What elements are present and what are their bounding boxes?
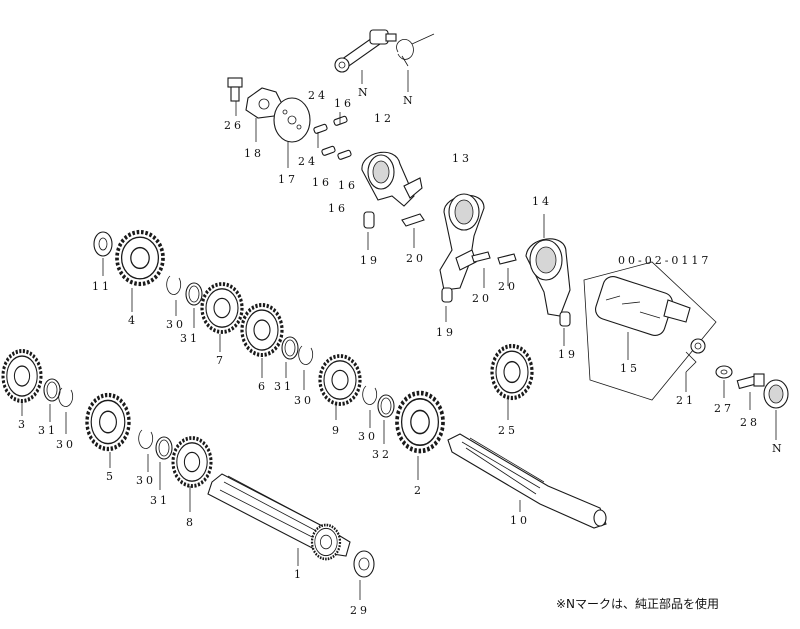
ring-31a	[185, 282, 203, 328]
ring-31b	[281, 336, 299, 378]
label-11: 11	[92, 280, 112, 293]
label-30c: 30	[358, 430, 378, 443]
label-16c: 16	[338, 179, 358, 192]
gear-5	[87, 395, 129, 468]
label-1: 1	[294, 568, 304, 581]
washer-27	[715, 365, 733, 398]
shaft-10	[447, 433, 607, 529]
shift-fork-13	[439, 193, 485, 291]
gear-8	[171, 436, 213, 512]
label-28: 28	[740, 416, 760, 429]
shift-drum-assembly	[583, 261, 717, 401]
label-30b: 30	[294, 394, 314, 407]
gear-2	[397, 393, 443, 480]
label-N-arm: N	[358, 86, 371, 99]
clip-20c	[497, 253, 517, 286]
label-16a: 16	[334, 97, 354, 110]
pins-16-24	[313, 112, 352, 160]
part-labels: N N 26 18 17 24 24 16 16 16 16 12 13 14 …	[18, 86, 785, 617]
label-31b: 31	[274, 380, 294, 393]
shift-arm	[334, 29, 397, 84]
label-24b: 24	[298, 155, 318, 168]
pin-19a	[363, 211, 375, 250]
label-17: 17	[278, 173, 298, 186]
label-13: 13	[452, 152, 472, 165]
label-assembly: 00-02-0117	[618, 254, 711, 267]
genuine-parts-note: ※Nマークは、純正部品を使用	[556, 596, 719, 611]
label-5: 5	[106, 470, 116, 483]
shift-fork-12	[361, 151, 423, 207]
label-6: 6	[258, 380, 268, 393]
label-30a: 30	[166, 318, 186, 331]
ring-32	[377, 394, 395, 444]
ring-31d	[155, 436, 173, 490]
clip-20a	[401, 213, 425, 248]
label-20b: 20	[472, 292, 492, 305]
bolt-26	[227, 77, 243, 116]
gear-3	[0, 349, 43, 416]
label-29: 29	[350, 604, 370, 617]
bolt-28	[736, 373, 765, 410]
label-20c: 20	[498, 280, 518, 293]
shift-fork-14	[525, 214, 571, 317]
label-4: 4	[128, 314, 138, 327]
label-27: 27	[714, 402, 734, 415]
plate-17	[273, 97, 311, 168]
washer-29	[353, 550, 375, 600]
label-32: 32	[372, 448, 392, 461]
label-10: 10	[510, 514, 530, 527]
label-26: 26	[224, 119, 244, 132]
label-30e: 30	[136, 474, 156, 487]
circlip-30b	[298, 345, 314, 390]
gear-4	[117, 232, 163, 312]
pin-19c	[559, 311, 571, 346]
label-24a: 24	[308, 89, 328, 102]
label-2: 2	[414, 484, 424, 497]
clip-20b	[471, 251, 491, 288]
label-N-spring: N	[403, 94, 416, 107]
label-12: 12	[374, 112, 394, 125]
circlip-30e	[138, 429, 154, 472]
label-8: 8	[186, 516, 196, 529]
label-16d: 16	[328, 202, 348, 215]
washer-11	[93, 231, 113, 276]
gear-7	[200, 282, 244, 352]
gear-6	[240, 303, 284, 378]
label-19a: 19	[360, 254, 380, 267]
label-20a: 20	[406, 252, 426, 265]
label-14: 14	[532, 195, 552, 208]
label-31d: 31	[150, 494, 170, 507]
label-9: 9	[332, 424, 342, 437]
gear-25	[492, 346, 532, 420]
label-16b: 16	[312, 176, 332, 189]
ring-31c	[43, 378, 61, 422]
label-15: 15	[620, 362, 640, 375]
circlip-30a	[166, 275, 182, 316]
label-N-cap: N	[772, 442, 785, 455]
circlip-30c	[362, 385, 378, 428]
label-7: 7	[216, 354, 226, 367]
label-21: 21	[676, 394, 696, 407]
label-30d: 30	[56, 438, 76, 451]
label-25: 25	[498, 424, 518, 437]
circlip-30d	[58, 387, 74, 434]
label-31a: 31	[180, 332, 200, 345]
label-19c: 19	[558, 348, 578, 361]
label-19b: 19	[436, 326, 456, 339]
gear-9	[318, 354, 362, 420]
label-31c: 31	[38, 424, 58, 437]
shift-spring	[396, 33, 435, 92]
label-3: 3	[18, 418, 28, 431]
label-18: 18	[244, 147, 264, 160]
pin-19b	[441, 287, 453, 322]
shaft-1	[207, 473, 351, 566]
cap-N	[763, 379, 789, 440]
